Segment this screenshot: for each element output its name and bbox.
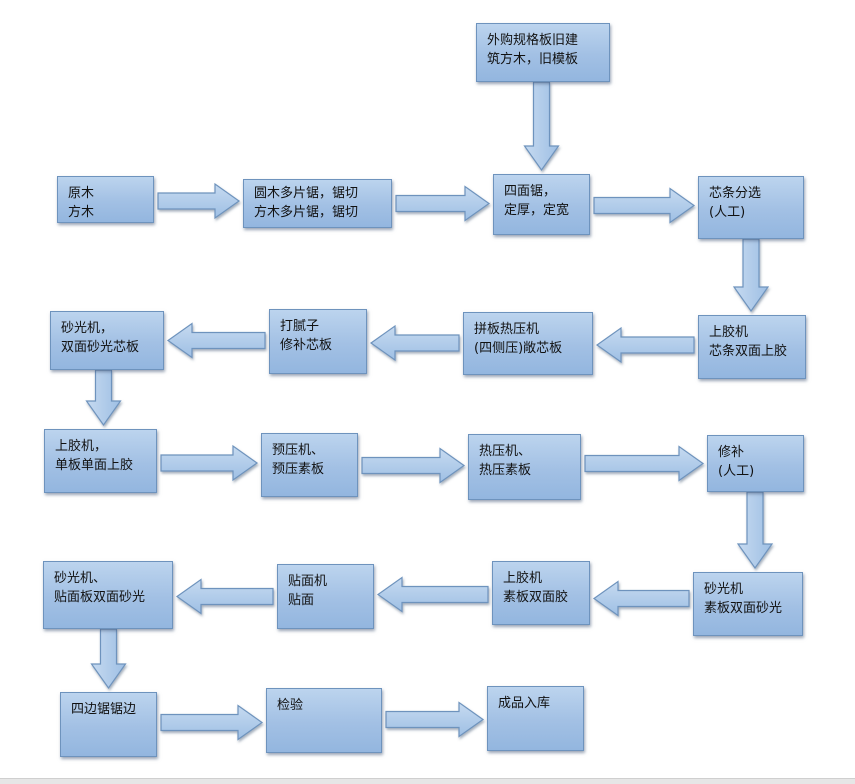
node-putty-repair: 打腻子 修补芯板 [269, 309, 367, 374]
node-line: 预压机、 [272, 443, 325, 458]
flow-arrow-repair-to-sander2 [736, 491, 774, 570]
node-line: 上胶机 [709, 325, 749, 340]
node-line: 筑方木，旧模板 [487, 52, 579, 67]
window-bottom-edge [0, 778, 855, 784]
node-manual-repair: 修补 (人工) [707, 435, 804, 492]
node-inspection: 检验 [266, 688, 382, 753]
node-sander-plain-board: 砂光机 素板双面砂光 [693, 572, 803, 636]
flow-arrow-outsourced-to-foursided [523, 81, 560, 172]
node-pre-press: 预压机、 预压素板 [261, 433, 358, 497]
flow-arrow-edgesaw-to-inspect [160, 704, 264, 741]
node-line: 圆木多片锯，锯切 [254, 186, 359, 201]
node-line: 贴面 [288, 593, 315, 608]
flow-arrow-sander2-to-glue3 [592, 580, 690, 617]
flow-arrow-sander3-to-edgesaw [90, 628, 127, 690]
node-line: 贴面板双面砂光 [54, 590, 146, 605]
node-veneering-machine: 贴面机 贴面 [277, 564, 374, 629]
node-line: 砂光机， [61, 321, 114, 336]
node-line: (人工) [709, 205, 746, 220]
node-line: 原木 [68, 186, 95, 201]
node-line: 四边锯锯边 [71, 702, 137, 717]
node-line: 检验 [277, 698, 304, 713]
node-core-strip-sorting: 芯条分选 (人工) [698, 176, 804, 239]
node-line: 芯条双面上胶 [709, 344, 788, 359]
node-line: 打腻子 [280, 319, 320, 334]
node-line: 砂光机、 [54, 571, 107, 586]
flow-arrow-foursided-to-coresort [593, 187, 696, 224]
node-line: 热压素板 [479, 463, 532, 478]
node-finished-storage: 成品入库 [487, 686, 584, 751]
node-line: 预压素板 [272, 462, 325, 477]
node-four-sided-saw: 四面锯， 定厚，定宽 [493, 174, 590, 235]
node-sander-core-board: 砂光机， 双面砂光芯板 [50, 311, 164, 370]
node-line: 方木多片锯，锯切 [254, 205, 359, 220]
node-line: 热压机、 [479, 444, 532, 459]
node-line: 成品入库 [498, 696, 551, 711]
flow-arrow-hotpress2-to-repair [584, 445, 705, 482]
flow-arrow-sander1-to-glue2 [85, 369, 122, 427]
flow-arrow-inspect-to-storage [385, 701, 485, 738]
node-jointing-hot-press: 拼板热压机 (四侧压)敞芯板 [463, 312, 593, 375]
node-line: 上胶机 [503, 571, 543, 586]
arrow-layer [85, 81, 774, 741]
node-line: 素板双面砂光 [704, 601, 783, 616]
flow-arrow-multisaw-to-foursided [395, 185, 491, 222]
node-gluing-plain-board: 上胶机 素板双面胶 [492, 561, 590, 625]
node-outsourced-material: 外购规格板旧建 筑方木，旧模板 [476, 23, 610, 82]
node-line: 素板双面胶 [503, 590, 569, 605]
flow-arrow-raw-to-multisaw [157, 182, 241, 220]
flow-arrow-prepress-to-hotpress2 [361, 447, 466, 484]
node-line: 定厚，定宽 [504, 203, 570, 218]
node-line: (四侧压)敞芯板 [474, 341, 563, 356]
node-line: 芯条分选 [709, 186, 762, 201]
node-line: 双面砂光芯板 [61, 340, 140, 355]
node-line: 上胶机， [55, 439, 108, 454]
flow-arrow-glue2-to-prepress [160, 444, 259, 482]
node-sander-veneered-board: 砂光机、 贴面板双面砂光 [43, 561, 173, 629]
flow-arrow-hotpress1-to-putty [369, 324, 460, 362]
node-raw-wood: 原木 方木 [57, 176, 154, 223]
node-four-edge-saw: 四边锯锯边 [60, 692, 157, 757]
node-line: 拼板热压机 [474, 322, 540, 337]
node-line: 单板单面上胶 [55, 458, 134, 473]
node-line: 贴面机 [288, 574, 328, 589]
node-hot-press: 热压机、 热压素板 [468, 434, 581, 500]
node-line: 四面锯， [504, 184, 557, 199]
flow-arrow-coresort-to-glue1 [732, 238, 770, 313]
node-line: 外购规格板旧建 [487, 33, 579, 48]
node-line: 修补 [718, 445, 745, 460]
node-line: (人工) [718, 464, 755, 479]
flow-arrow-glue3-to-veneer [376, 576, 489, 613]
node-line: 方木 [68, 205, 95, 220]
flow-arrow-putty-to-sander1 [166, 322, 266, 359]
node-line: 修补芯板 [280, 338, 333, 353]
node-multi-blade-saw: 圆木多片锯，锯切 方木多片锯，锯切 [243, 179, 392, 228]
node-gluing-single-veneer: 上胶机， 单板单面上胶 [44, 429, 157, 493]
node-gluing-core-strip: 上胶机 芯条双面上胶 [698, 315, 806, 379]
node-line: 砂光机 [704, 582, 744, 597]
flow-arrow-veneer-to-sander3 [175, 578, 274, 615]
flow-arrow-glue1-to-hotpress1 [595, 326, 695, 364]
